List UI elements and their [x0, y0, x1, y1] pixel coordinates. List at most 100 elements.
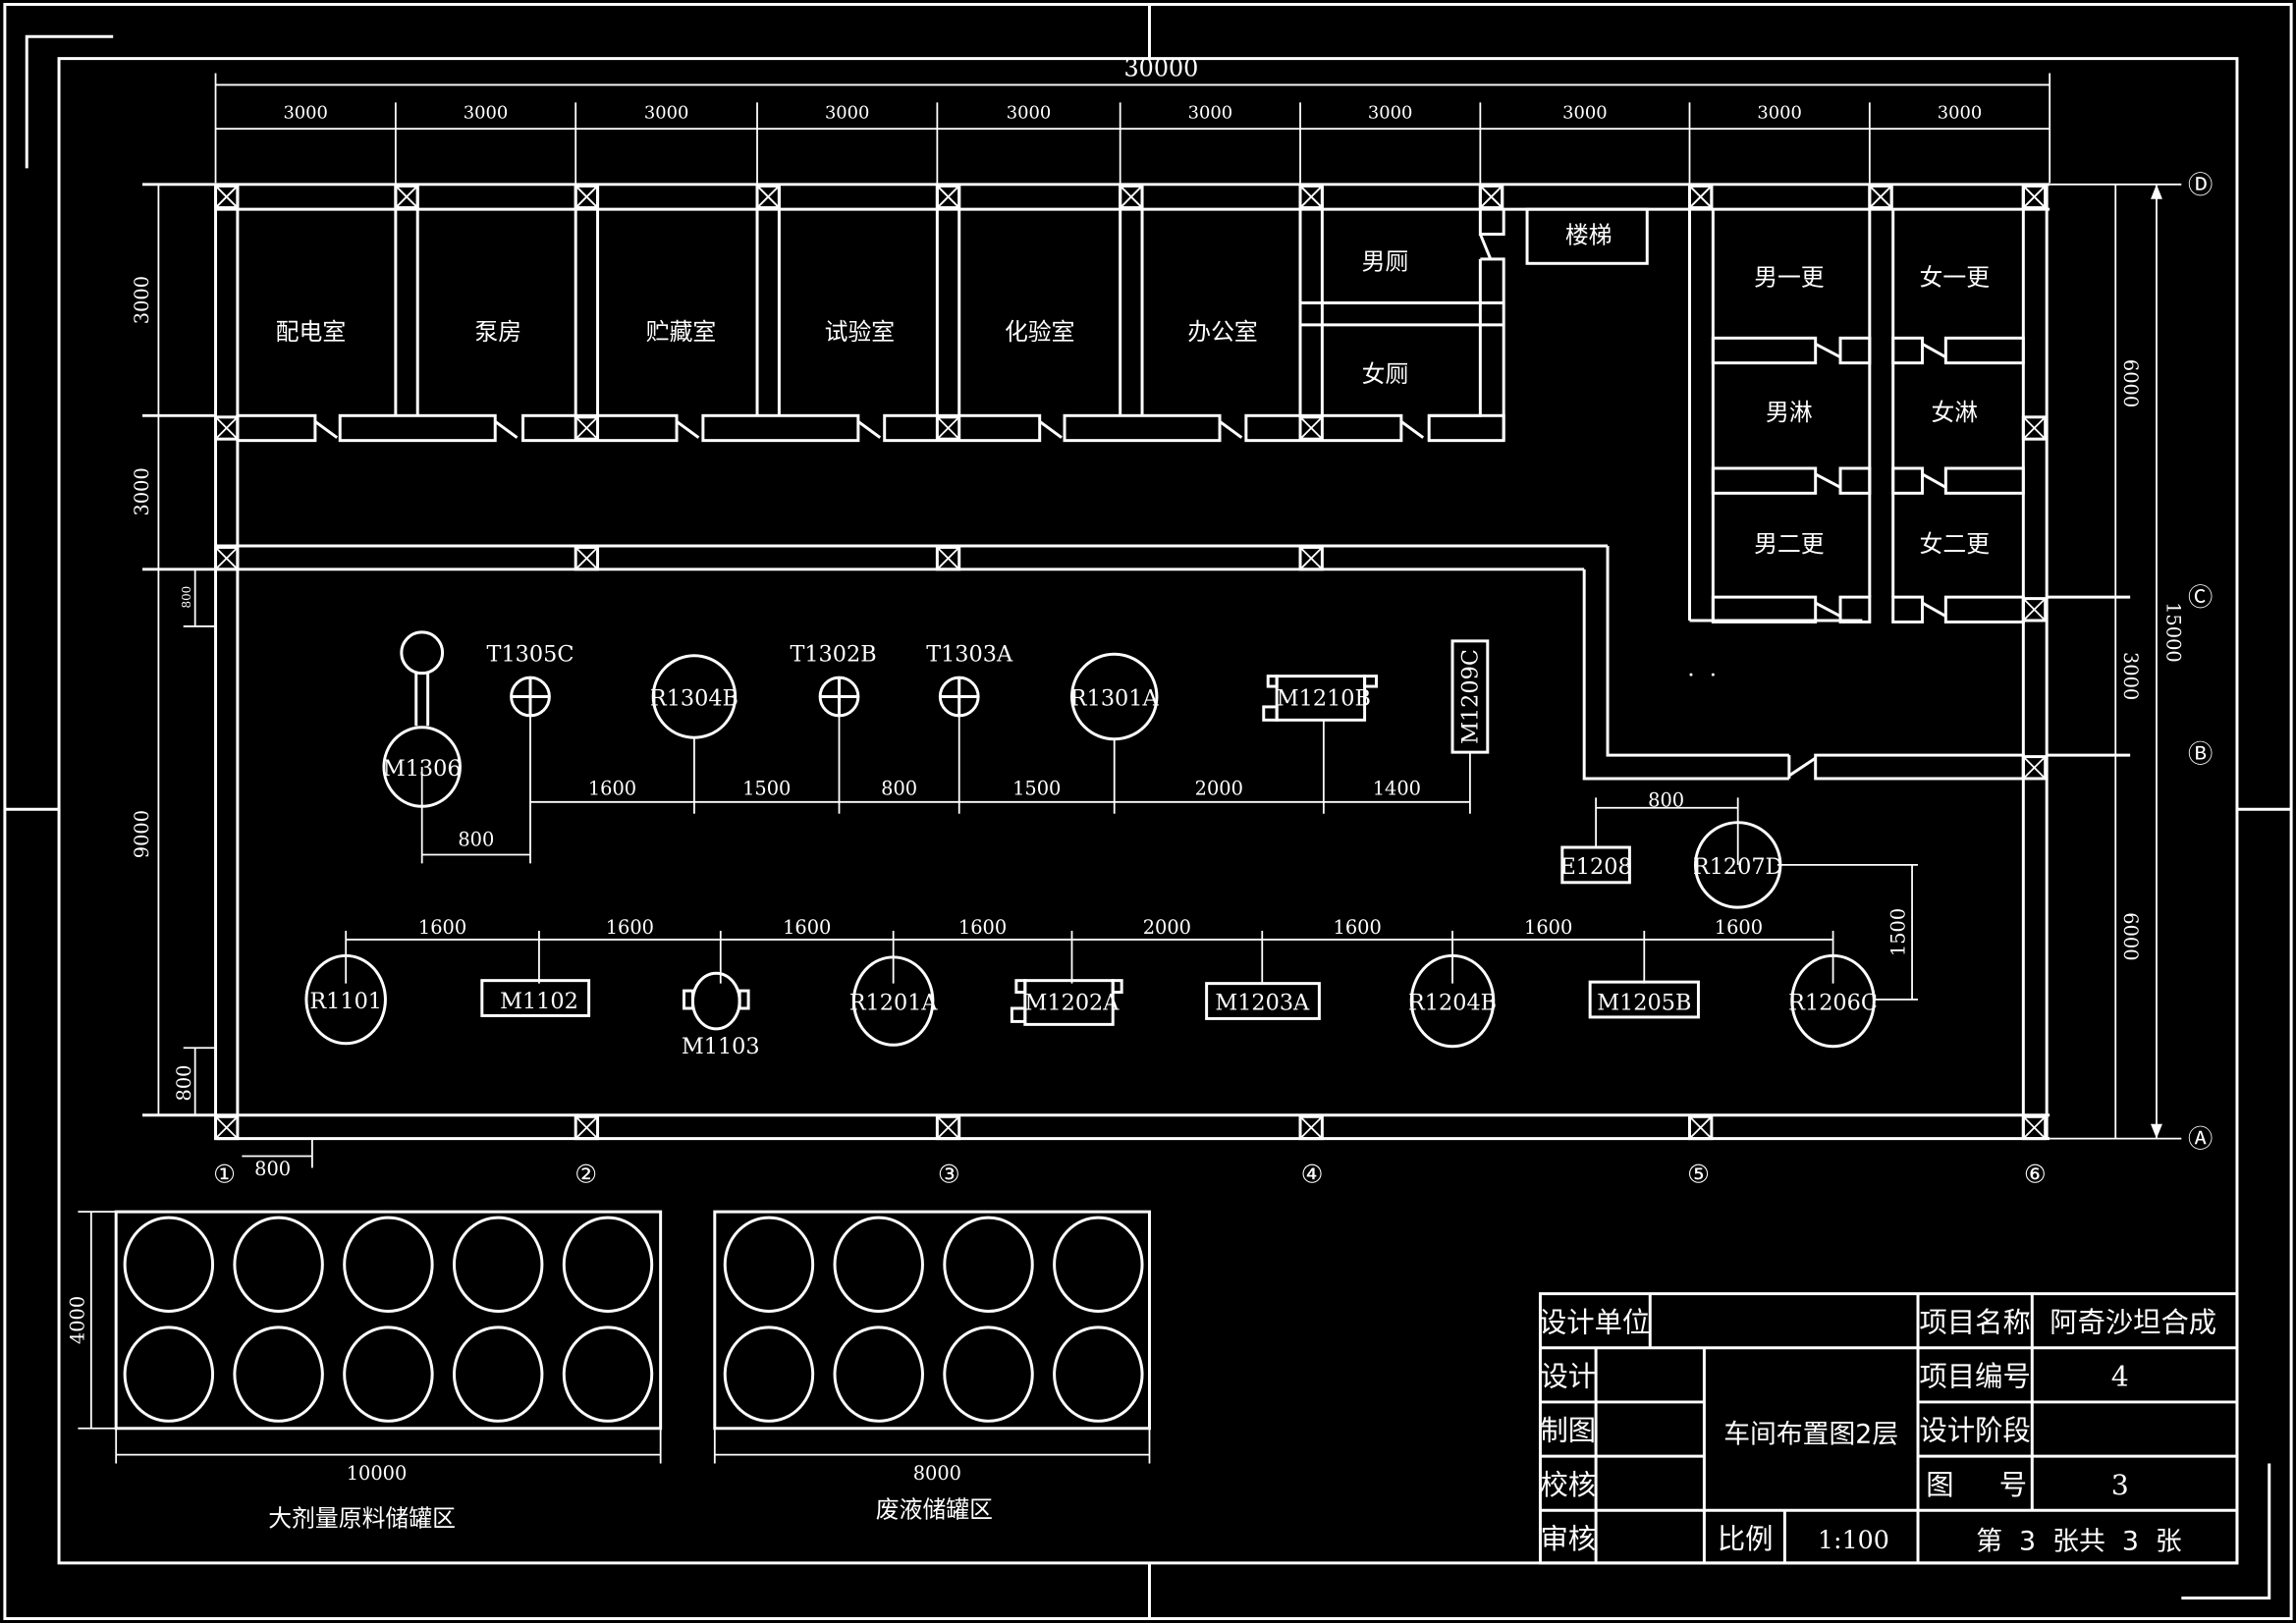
- door-swing: [1921, 472, 1947, 489]
- wall-segment: [236, 413, 317, 443]
- column-x-box: [574, 184, 600, 210]
- column-x-box: [2021, 415, 2048, 441]
- door-swing: [856, 420, 882, 439]
- equipment-t1305c: T1305C: [487, 642, 574, 718]
- waste-area-label: 废液储罐区: [876, 1496, 993, 1524]
- column-x-box: [1298, 1114, 1324, 1141]
- wall-segment: [1838, 595, 1872, 623]
- storage-tank: [723, 1325, 815, 1423]
- svg-text:M1102: M1102: [500, 989, 578, 1014]
- svg-text:T1303A: T1303A: [926, 642, 1013, 668]
- storage-tank: [943, 1325, 1034, 1423]
- bay-dim-label: 3000: [283, 103, 328, 124]
- column-x-box: [1119, 184, 1144, 210]
- room-office: 办公室: [1187, 318, 1257, 346]
- wall-segment: [1891, 466, 1924, 495]
- review-label: 审核: [1540, 1523, 1596, 1555]
- lower-dim-label: 1600: [1334, 916, 1382, 939]
- room-test: 试验室: [825, 318, 895, 346]
- door-swing: [1814, 601, 1841, 618]
- storage-tank: [833, 1216, 924, 1314]
- svg-text:M1103: M1103: [682, 1034, 760, 1059]
- door-swing: [1921, 342, 1947, 358]
- equipment-r1301a: R1301A: [1070, 652, 1159, 741]
- project-no-value: 4: [2111, 1361, 2129, 1393]
- column-x-box: [214, 184, 240, 210]
- storage-tank: [343, 1325, 434, 1423]
- wall-segment: [1711, 336, 1818, 365]
- bay-dim-label: 3000: [1562, 103, 1608, 124]
- equipment-e1208: E1208: [1560, 845, 1632, 885]
- door-swing: [1814, 342, 1841, 359]
- equipment-m1103: M1103: [682, 971, 760, 1059]
- project-name-label: 项目名称: [1920, 1306, 2031, 1338]
- column-x-box: [574, 1114, 600, 1141]
- equipment-r1204b: R1204B: [1408, 953, 1497, 1049]
- bay-dim-label: 3000: [1188, 103, 1233, 124]
- room-men-change-1: 男一更: [1754, 264, 1825, 292]
- raw-area-width-dim: 10000: [347, 1462, 408, 1485]
- drawing-no-label-1: 图: [1926, 1469, 1953, 1501]
- column-x-box: [394, 184, 419, 210]
- upper-dim-label: 1500: [1012, 777, 1061, 799]
- door-swing: [1814, 472, 1841, 489]
- drawing-no-value: 3: [2111, 1469, 2129, 1501]
- lower-dim-label: 1600: [958, 916, 1007, 939]
- column-x-box: [1478, 184, 1504, 210]
- drawing-title: 车间布置图2层: [1723, 1420, 1898, 1450]
- room-womens-toilet: 女厕: [1362, 360, 1409, 388]
- bay-dim-label: 3000: [1757, 103, 1802, 124]
- equipment-m1102: M1102: [480, 979, 591, 1017]
- project-name-value: 阿奇沙坦合成: [2050, 1306, 2216, 1338]
- waste-tank-area: 8000 废液储罐区: [713, 1210, 1151, 1524]
- check-label: 校核: [1540, 1469, 1596, 1501]
- design-unit-label: 设计单位: [1539, 1306, 1650, 1338]
- axis-5: ⑤: [1687, 1159, 1710, 1188]
- equipment-t1303a: T1303A: [926, 642, 1013, 718]
- bay-dim-label: 3000: [1938, 103, 1983, 124]
- wall-segment: [701, 413, 860, 443]
- column-x-box: [214, 545, 240, 571]
- column-x-box: [2021, 597, 2048, 622]
- door-swing: [676, 420, 700, 439]
- lower-dim-label: 1600: [606, 916, 654, 939]
- lower-dim-label: 2000: [1143, 916, 1191, 939]
- axis-A: Ⓐ: [2188, 1124, 2213, 1154]
- door-swing: [1399, 420, 1425, 439]
- wall-segment: [1427, 413, 1505, 443]
- equipment-r1304b: R1304B: [650, 654, 738, 739]
- bay-dim-label: 3000: [825, 103, 869, 124]
- raw-area-label: 大剂量原料储罐区: [268, 1505, 456, 1533]
- sheet-frame: [3, 2, 2293, 1621]
- stage-label: 设计阶段: [1920, 1415, 2031, 1447]
- axis-6: ⑥: [2024, 1159, 2047, 1188]
- upper-dim-label: 1500: [742, 777, 791, 799]
- equipment-t1302b: T1302B: [790, 642, 877, 718]
- svg-text:M1210B: M1210B: [1277, 685, 1371, 711]
- axis-B: Ⓑ: [2188, 739, 2213, 769]
- wall-segment: [1711, 466, 1818, 495]
- title-block: 设计单位 项目名称 阿奇沙坦合成 设计 制图 校核 审核 车间布置图2层 项目编…: [1538, 1292, 2239, 1565]
- column-x-box: [935, 545, 961, 571]
- wall-segment: [1891, 336, 1924, 365]
- axis-3: ③: [938, 1159, 960, 1188]
- left-dim-2: 3000: [131, 467, 153, 515]
- raw-material-tank-area: 4000 10000 大剂量原料储罐区: [66, 1210, 663, 1533]
- room-labels: 配电室 泵房 贮藏室 试验室 化验室 办公室 男厕 女厕 楼梯 男一更 女一更 …: [276, 221, 1991, 558]
- lower-dim-label: 1600: [1524, 916, 1572, 939]
- svg-text:E1208: E1208: [1560, 854, 1632, 880]
- column-x-box: [574, 545, 600, 571]
- storage-tank: [833, 1325, 924, 1423]
- axis-4: ④: [1301, 1159, 1324, 1188]
- door-swing: [1219, 420, 1243, 439]
- right-equipment-dim-h: 800: [1648, 788, 1684, 811]
- room-women-change-1: 女一更: [1920, 264, 1991, 292]
- room-power-distribution: 配电室: [276, 318, 346, 346]
- column-x-box: [214, 1114, 240, 1141]
- storage-tank: [123, 1216, 215, 1314]
- equipment-m1203a: M1203A: [1205, 982, 1321, 1020]
- storage-tank: [123, 1325, 215, 1423]
- room-storage: 贮藏室: [646, 318, 716, 346]
